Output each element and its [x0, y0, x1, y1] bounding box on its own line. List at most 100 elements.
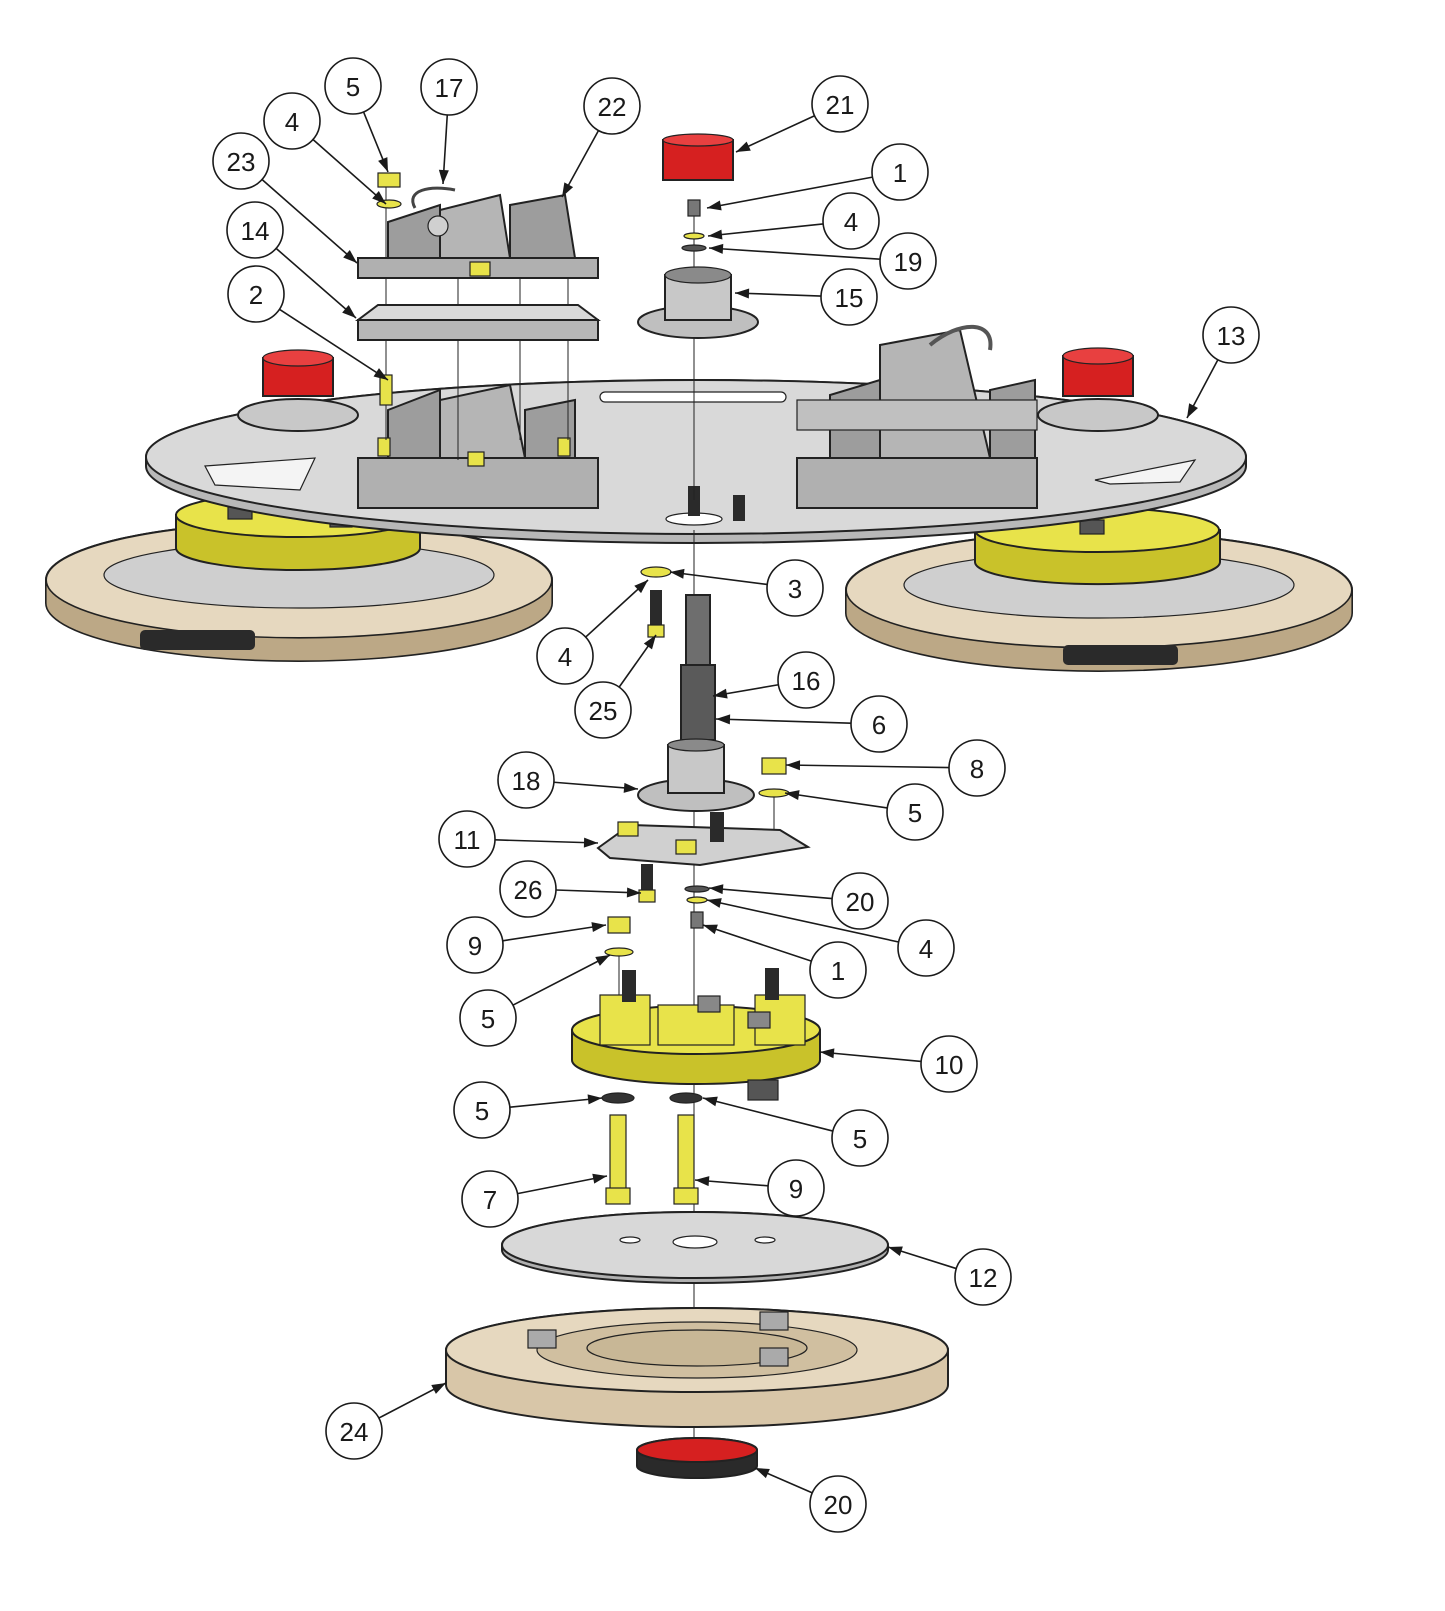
callout-number: 15 — [835, 283, 864, 313]
leader-line-10 — [819, 1051, 922, 1063]
leader-arrowhead — [785, 790, 800, 800]
callout-1: 1 — [871, 143, 929, 201]
leader-line-8 — [785, 764, 950, 769]
callout-number: 26 — [514, 875, 543, 905]
leader-arrowhead — [707, 898, 722, 908]
leader-line-18 — [553, 781, 639, 790]
callout-circle — [820, 268, 878, 326]
leader-arrowhead — [709, 884, 724, 895]
callout-17: 17 — [420, 58, 478, 116]
callout-number: 20 — [846, 887, 875, 917]
callout-16: 16 — [777, 651, 835, 709]
callout-number: 18 — [512, 766, 541, 796]
right-hinge-bracket — [796, 324, 1038, 509]
callout-15: 15 — [820, 268, 878, 326]
leader-arrowhead — [587, 1094, 602, 1105]
callout-circle — [831, 1109, 889, 1167]
callout-number: 4 — [558, 642, 572, 672]
callout-number: 8 — [970, 754, 984, 784]
callout-4: 4 — [897, 919, 955, 977]
callout-number: 3 — [788, 574, 802, 604]
callout-circle — [948, 739, 1006, 797]
callout-number: 19 — [894, 247, 923, 277]
callout-circle — [954, 1248, 1012, 1306]
leader-arrowhead — [438, 169, 449, 184]
callout-number: 9 — [789, 1174, 803, 1204]
leader-arrowhead — [755, 1468, 770, 1479]
leader-line-1 — [702, 924, 812, 962]
callout-number: 5 — [475, 1096, 489, 1126]
leader-arrowhead — [1187, 403, 1198, 418]
leader-line-5 — [512, 954, 611, 1006]
callout-circle — [777, 651, 835, 709]
leader-line-4 — [312, 138, 387, 205]
leader-arrowhead — [695, 1176, 710, 1187]
leader-arrowhead — [786, 760, 801, 771]
callout-circle — [446, 916, 504, 974]
callout-circle — [897, 919, 955, 977]
leader-arrowhead — [703, 1096, 718, 1107]
callout-number: 9 — [468, 931, 482, 961]
leader-arrowhead — [378, 157, 388, 172]
leader-arrowhead — [562, 182, 574, 197]
callout-12: 12 — [954, 1248, 1012, 1306]
callout-circle — [850, 695, 908, 753]
leader-line-4 — [707, 223, 824, 237]
callout-number: 25 — [589, 696, 618, 726]
callout-number: 12 — [969, 1263, 998, 1293]
leader-line-5 — [509, 1097, 603, 1109]
leader-arrowhead — [372, 190, 386, 204]
callout-number: 23 — [227, 147, 256, 177]
callout-circle — [461, 1170, 519, 1228]
leader-arrowhead — [643, 635, 656, 650]
leader-line-23 — [261, 178, 358, 264]
callout-3: 3 — [766, 559, 824, 617]
callout-circle — [879, 232, 937, 290]
drive-plate — [501, 1211, 889, 1284]
callout-20: 20 — [809, 1475, 867, 1533]
callout-23: 23 — [212, 132, 270, 190]
left-red-knob — [237, 349, 359, 432]
callout-balloons: 1123444455555678991011121314151617181920… — [212, 57, 1260, 1533]
callout-1: 1 — [809, 941, 867, 999]
callout-5: 5 — [453, 1081, 511, 1139]
leader-arrowhead — [583, 837, 598, 848]
callout-number: 5 — [481, 1004, 495, 1034]
leader-line-14 — [275, 247, 357, 319]
leader-arrowhead — [623, 782, 638, 793]
callout-circle — [871, 143, 929, 201]
leader-arrowhead — [736, 141, 751, 152]
callout-number: 16 — [792, 666, 821, 696]
callout-5: 5 — [324, 57, 382, 115]
callout-circle — [226, 201, 284, 259]
callout-circle — [324, 57, 382, 115]
callout-6: 6 — [850, 695, 908, 753]
callout-number: 1 — [831, 956, 845, 986]
callout-circle — [420, 58, 478, 116]
red-puck — [636, 1437, 758, 1479]
left-hinge-bracket — [357, 383, 599, 509]
leader-arrowhead — [591, 922, 606, 933]
leader-arrowhead — [709, 243, 724, 254]
callout-18: 18 — [497, 751, 555, 809]
leader-line-2 — [279, 308, 389, 381]
leader-line-4 — [706, 899, 899, 943]
leader-arrowhead — [703, 924, 718, 935]
callout-circle — [822, 192, 880, 250]
lower-bolts — [601, 1092, 703, 1205]
leader-arrowhead — [634, 580, 648, 594]
callout-number: 10 — [935, 1050, 964, 1080]
callout-5: 5 — [831, 1109, 889, 1167]
callout-number: 4 — [919, 934, 933, 964]
leader-arrowhead — [670, 568, 685, 579]
callout-circle — [767, 1159, 825, 1217]
right-red-knob — [1037, 347, 1159, 432]
callout-circle — [886, 783, 944, 841]
left-pad-assembly — [45, 492, 553, 662]
callout-number: 5 — [908, 798, 922, 828]
leader-line-7 — [517, 1175, 608, 1195]
callout-circle — [453, 1081, 511, 1139]
callout-circle — [1202, 306, 1260, 364]
callout-circle — [263, 92, 321, 150]
leader-line-3 — [669, 571, 768, 586]
